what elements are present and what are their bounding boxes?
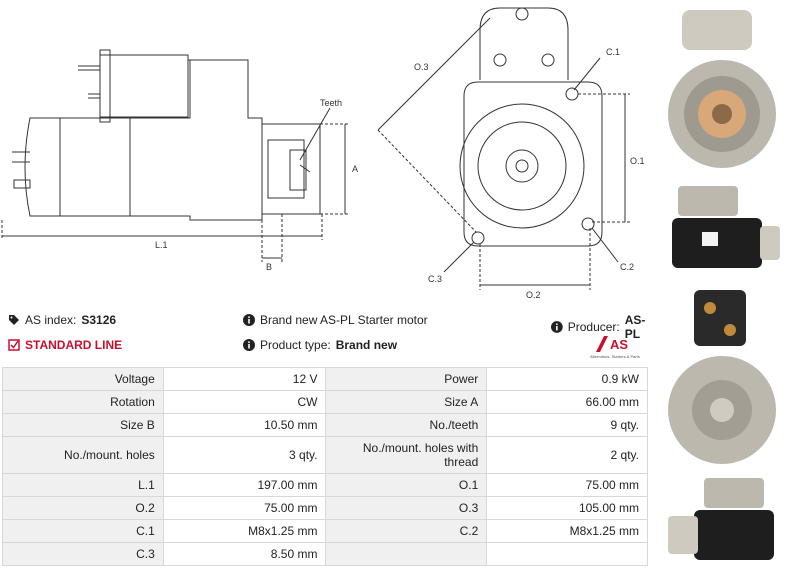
description-text: Brand new AS-PL Starter motor: [260, 313, 428, 327]
spec-key: No./mount. holes with thread: [325, 436, 488, 474]
spec-key: No./teeth: [325, 413, 488, 437]
as-index: AS index: S3126: [8, 313, 116, 327]
spec-value: M8x1.25 mm: [162, 519, 327, 543]
producer: Producer: AS-PL: [551, 313, 660, 341]
product-info: AS index: S3126 STANDARD LINE Brand new …: [0, 305, 660, 365]
photo-rear-view: [664, 284, 784, 468]
standard-line-label: STANDARD LINE: [25, 338, 123, 352]
photo-top-view: [664, 474, 784, 570]
product-type: Product type: Brand new: [243, 338, 397, 352]
label-b: B: [266, 262, 272, 272]
svg-text:AS: AS: [610, 337, 628, 352]
spec-value: 8.50 mm: [162, 542, 327, 566]
spec-key: Rotation: [2, 390, 164, 414]
product-photos: [660, 0, 788, 575]
spec-value: 66.00 mm: [486, 390, 648, 414]
svg-text:Alternators, Starters & Parts: Alternators, Starters & Parts: [590, 354, 640, 359]
info-icon: [243, 339, 255, 351]
info-icon: [243, 314, 255, 326]
checkbox-icon: [8, 339, 20, 351]
spec-key: No./mount. holes: [2, 436, 164, 474]
spec-key: C.2: [325, 519, 488, 543]
spec-value: [486, 542, 648, 566]
label-c2: C.2: [620, 262, 634, 272]
producer-value: AS-PL: [624, 313, 646, 341]
spec-value: 75.00 mm: [486, 473, 648, 497]
photo-side-view: [664, 178, 784, 278]
label-c1: C.1: [606, 47, 620, 57]
technical-drawing: Teeth A B L.1 O.1 O.2 O.3 C.1 C.2 C.3: [1, 7, 645, 300]
spec-value: M8x1.25 mm: [486, 519, 648, 543]
spec-key: O.1: [325, 473, 488, 497]
spec-value: 9 qty.: [486, 413, 648, 437]
as-index-value: S3126: [81, 313, 117, 327]
label-teeth: Teeth: [320, 98, 342, 108]
label-o3: O.3: [414, 62, 429, 72]
spec-value: CW: [162, 390, 327, 414]
spec-key: O.2: [2, 496, 164, 520]
as-pl-logo: AS Alternators, Starters & Parts: [590, 336, 640, 359]
spec-key: [325, 542, 488, 566]
spec-key: C.1: [2, 519, 164, 543]
spec-value: 105.00 mm: [486, 496, 648, 520]
spec-value: 10.50 mm: [162, 413, 327, 437]
label-c3: C.3: [428, 274, 442, 284]
label-o1: O.1: [630, 156, 645, 166]
label-a: A: [352, 164, 358, 174]
as-index-label: AS index:: [25, 313, 77, 327]
label-l1: L.1: [155, 240, 168, 250]
standard-line: STANDARD LINE: [8, 338, 122, 352]
label-o2: O.2: [526, 290, 541, 300]
spec-key: Power: [325, 367, 488, 391]
spec-key: Voltage: [2, 367, 164, 391]
spec-value: 197.00 mm: [162, 473, 327, 497]
description: Brand new AS-PL Starter motor: [243, 313, 428, 327]
spec-value: 0.9 kW: [486, 367, 648, 391]
spec-key: C.3: [2, 542, 164, 566]
spec-key: L.1: [2, 473, 164, 497]
spec-value: 12 V: [162, 367, 327, 391]
spec-key: Size A: [325, 390, 488, 414]
spec-key: O.3: [325, 496, 488, 520]
spec-value: 3 qty.: [162, 436, 327, 474]
tag-icon: [9, 315, 19, 325]
spec-key: Size B: [2, 413, 164, 437]
photo-front-view: [664, 4, 784, 172]
product-type-value: Brand new: [335, 338, 398, 352]
producer-label: Producer:: [567, 320, 620, 334]
spec-value: 2 qty.: [486, 436, 648, 474]
info-icon: [551, 321, 563, 333]
product-type-label: Product type:: [260, 338, 331, 352]
spec-value: 75.00 mm: [162, 496, 327, 520]
